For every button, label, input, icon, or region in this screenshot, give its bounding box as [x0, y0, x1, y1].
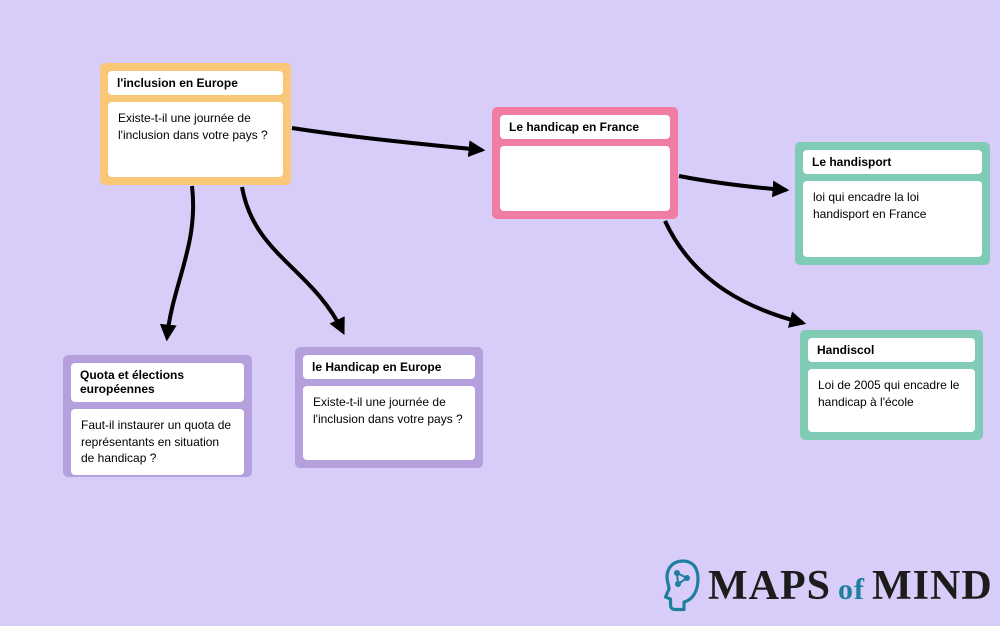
edge-inclusion-to-quota[interactable]: [159, 185, 196, 342]
edge-inclusion-to-handicap-europe[interactable]: [240, 186, 345, 336]
node-handiscol[interactable]: Handiscol Loi de 2005 qui encadre le han…: [800, 330, 983, 440]
edge-inclusion-to-france[interactable]: [291, 126, 486, 158]
node-title[interactable]: l'inclusion en Europe: [108, 71, 283, 96]
node-handicap-france[interactable]: Le handicap en France: [492, 107, 678, 219]
node-title[interactable]: Handiscol: [808, 338, 975, 363]
edge-france-to-handisport[interactable]: [678, 174, 790, 198]
node-body[interactable]: Existe-t-il une journée de l'inclusion d…: [108, 102, 283, 177]
node-title[interactable]: Quota et élections européennes: [71, 363, 244, 402]
node-inclusion-europe[interactable]: l'inclusion en Europe Existe-t-il une jo…: [100, 63, 291, 185]
node-body[interactable]: [500, 146, 670, 211]
node-quota-elections[interactable]: Quota et élections européennes Faut-il i…: [63, 355, 252, 477]
node-title[interactable]: Le handisport: [803, 150, 982, 175]
node-title[interactable]: le Handicap en Europe: [303, 355, 475, 380]
head-network-icon: [663, 559, 700, 612]
node-body[interactable]: Loi de 2005 qui encadre le handicap à l'…: [808, 369, 975, 432]
edge-france-to-handiscol[interactable]: [663, 220, 807, 328]
logo-text-maps: MAPS: [708, 563, 831, 609]
node-handicap-europe[interactable]: le Handicap en Europe Existe-t-il une jo…: [295, 347, 483, 468]
node-handisport[interactable]: Le handisport loi qui encadre la loi han…: [795, 142, 990, 265]
node-body[interactable]: loi qui encadre la loi handisport en Fra…: [803, 181, 982, 257]
logo-text-of: of: [838, 573, 865, 606]
logo-text-mind: MIND: [872, 563, 993, 609]
node-body[interactable]: Faut-il instaurer un quota de représenta…: [71, 408, 244, 476]
node-title[interactable]: Le handicap en France: [500, 115, 670, 140]
node-body[interactable]: Existe-t-il une journée de l'inclusion d…: [303, 386, 475, 460]
